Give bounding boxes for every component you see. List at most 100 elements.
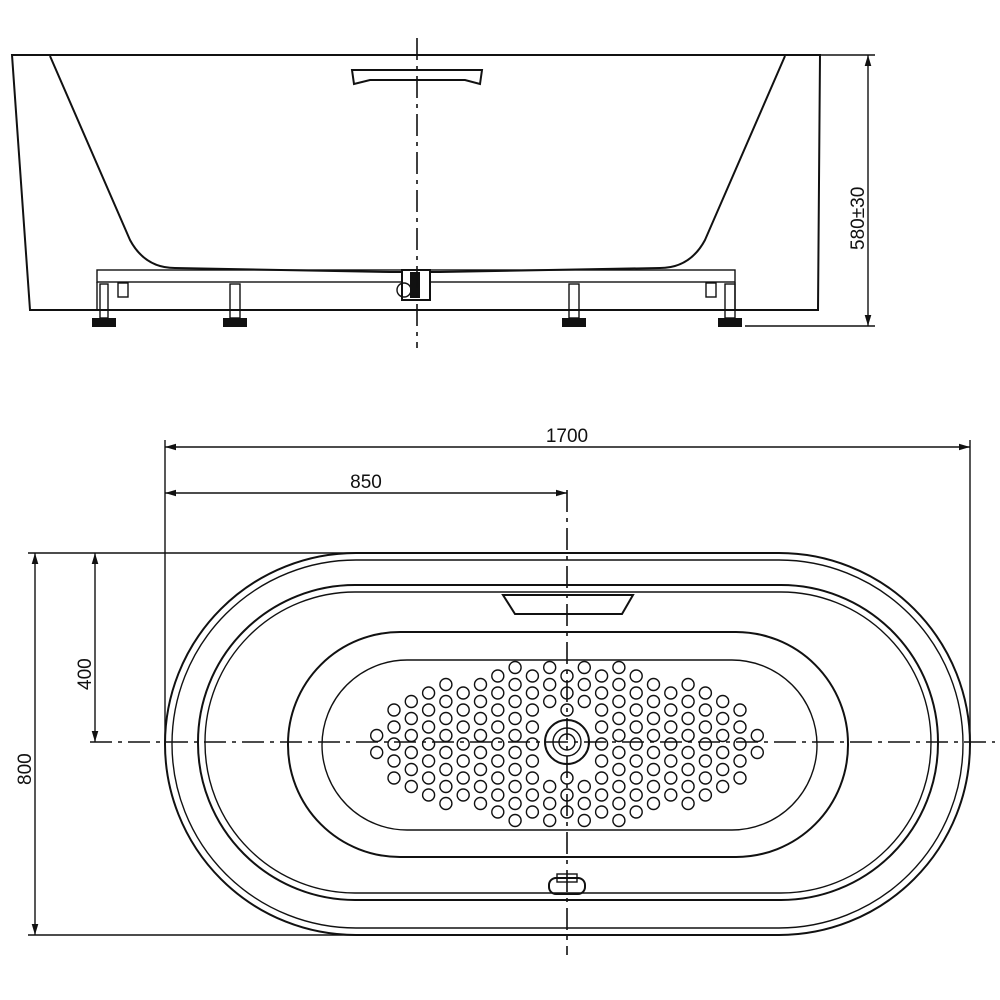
dimple xyxy=(629,737,643,751)
dimple xyxy=(456,771,470,785)
dimple xyxy=(612,779,626,794)
dimple xyxy=(439,677,453,692)
dimple xyxy=(421,788,436,802)
dimple xyxy=(543,694,557,709)
dimple xyxy=(594,754,609,768)
half-length-dimension-label: 850 xyxy=(350,472,382,493)
dimple xyxy=(612,711,626,726)
dimple xyxy=(439,711,453,726)
dimple xyxy=(370,728,384,743)
dimple xyxy=(508,711,522,726)
dimple xyxy=(508,745,522,760)
width-dimension-label: 800 xyxy=(15,753,36,785)
dimple xyxy=(612,813,626,828)
dimple xyxy=(439,728,453,743)
dimple xyxy=(698,771,713,785)
dimple xyxy=(491,703,505,717)
dimple xyxy=(491,720,505,734)
dimple xyxy=(612,694,626,709)
dimple xyxy=(404,694,418,709)
dimple xyxy=(664,771,678,785)
dimple xyxy=(646,711,661,726)
dimple xyxy=(629,754,643,768)
dimple xyxy=(698,720,713,734)
dimple xyxy=(508,762,522,777)
dimple xyxy=(421,686,436,700)
dimple xyxy=(646,694,661,709)
dimple xyxy=(439,694,453,709)
dimple xyxy=(508,796,522,811)
dimple xyxy=(387,720,401,734)
dimple xyxy=(421,771,436,785)
dimple xyxy=(473,796,488,811)
dimple xyxy=(525,669,540,683)
dimple xyxy=(612,677,626,692)
dimple xyxy=(525,720,540,734)
dimple xyxy=(594,737,609,751)
dimple xyxy=(716,762,730,777)
adjustable-foot xyxy=(92,283,116,327)
dimple xyxy=(594,669,609,683)
dimple xyxy=(612,728,626,743)
dimple xyxy=(508,694,522,709)
dimple xyxy=(681,779,695,794)
side-elevation: 580±30 xyxy=(10,38,875,348)
dimple xyxy=(698,737,713,751)
dimple xyxy=(577,779,591,794)
dimple xyxy=(525,686,540,700)
dimple xyxy=(491,805,505,819)
dimple xyxy=(404,762,418,777)
dimple xyxy=(525,754,540,768)
dimple xyxy=(456,720,470,734)
dimple xyxy=(698,788,713,802)
dimple xyxy=(491,686,505,700)
dimple xyxy=(491,788,505,802)
headrest-plan xyxy=(501,594,635,615)
dimple xyxy=(491,754,505,768)
dimple xyxy=(594,703,609,717)
dimple xyxy=(387,737,401,751)
dimple xyxy=(404,779,418,794)
dimple xyxy=(525,771,540,785)
dimple xyxy=(733,703,747,717)
dimple xyxy=(646,728,661,743)
dimple xyxy=(404,711,418,726)
dimple xyxy=(560,703,574,717)
dimple xyxy=(594,788,609,802)
dimple xyxy=(456,754,470,768)
dimple xyxy=(387,754,401,768)
dimple xyxy=(750,728,764,743)
dimple xyxy=(577,660,591,675)
dimple xyxy=(525,703,540,717)
adjustable-foot xyxy=(562,283,586,327)
dimple xyxy=(594,771,609,785)
frame-bracket xyxy=(705,282,717,298)
dimple xyxy=(646,762,661,777)
dimple xyxy=(629,771,643,785)
dimple xyxy=(733,771,747,785)
dimple xyxy=(473,779,488,794)
dimple xyxy=(508,677,522,692)
dimple xyxy=(387,703,401,717)
dimple xyxy=(543,660,557,675)
dimple xyxy=(525,788,540,802)
dimple xyxy=(421,737,436,751)
dimple xyxy=(508,728,522,743)
dimple xyxy=(681,796,695,811)
dimple xyxy=(612,762,626,777)
dimple xyxy=(698,686,713,700)
dimple xyxy=(716,711,730,726)
dimple xyxy=(646,779,661,794)
dimple xyxy=(543,677,557,692)
tub-outer-shell xyxy=(10,54,822,311)
tub-rim-outer xyxy=(164,552,971,936)
dimple xyxy=(439,762,453,777)
dimple xyxy=(681,711,695,726)
dimple xyxy=(508,660,522,675)
dimple xyxy=(439,779,453,794)
dimple xyxy=(491,669,505,683)
dimple xyxy=(646,745,661,760)
dimple xyxy=(404,745,418,760)
dimple xyxy=(629,686,643,700)
dimple xyxy=(491,771,505,785)
